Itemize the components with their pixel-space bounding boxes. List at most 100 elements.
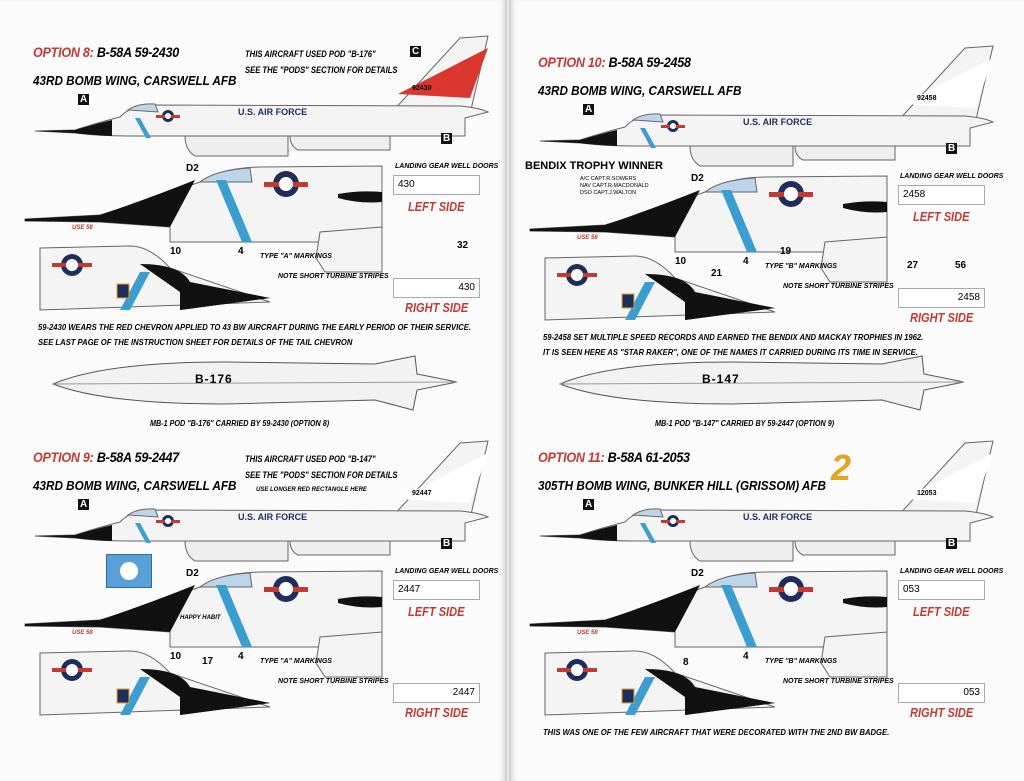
gear-door-right: 430: [393, 278, 480, 298]
callout-19: 19: [780, 246, 792, 257]
engine-pod: [689, 145, 794, 167]
callout-8: 8: [683, 657, 689, 668]
canopy: [126, 103, 159, 113]
callout-10: 10: [170, 651, 182, 662]
markings-type: TYPE "A" MARKINGS: [260, 253, 332, 260]
callout-32: 32: [457, 240, 469, 251]
pod-label: B-147: [702, 372, 740, 386]
callout-21: 21: [711, 268, 723, 279]
fuselage: [539, 509, 995, 542]
tail-chevron: [398, 48, 488, 98]
callout-b: B: [441, 133, 453, 144]
nose-detail-left: [529, 175, 888, 283]
callout-c: C: [410, 46, 422, 57]
callout-17: 17: [202, 656, 214, 667]
turbine-note: NOTE SHORT TURBINE STRIPES: [278, 273, 389, 280]
canopy: [126, 508, 159, 518]
engine-pod: [794, 145, 896, 161]
nose-radome: [35, 120, 112, 136]
fuselage-text: U.S. AIR FORCE: [743, 512, 813, 522]
option-comment: 59-2430 WEARS THE RED CHEVRON APPLIED TO…: [38, 322, 471, 347]
nose-radome: [540, 130, 617, 146]
tail-chevron: [903, 58, 993, 108]
callout-4: 4: [238, 246, 244, 257]
aircraft-profiles: [529, 440, 995, 716]
option-title: OPTION 11: B-58A 61-2053: [538, 449, 690, 465]
aircraft-profiles: [24, 440, 490, 716]
blue-stripe: [135, 523, 151, 543]
option-panel-11: OPTION 11: B-58A 61-2053 305TH BOMB WING…: [525, 437, 1005, 737]
gear-door-left: 053: [898, 580, 985, 600]
gear-door-left: 430: [393, 175, 480, 195]
nose-detail-left: [529, 570, 888, 678]
bendix-title: BENDIX TROPHY WINNER: [525, 160, 663, 172]
callout-4: 4: [743, 256, 749, 267]
option-comment: 59-2458 SET MULTIPLE SPEED RECORDS AND E…: [543, 332, 924, 357]
gear-doors-label: LANDING GEAR WELL DOORS: [395, 163, 499, 170]
option-comment: THIS WAS ONE OF THE FEW AIRCRAFT THAT WE…: [543, 727, 890, 737]
callout-d2: D2: [186, 568, 199, 579]
fuselage: [539, 114, 995, 147]
left-side-label: LEFT SIDE: [408, 199, 465, 214]
callout-d2: D2: [691, 568, 704, 579]
pod-b176: B-176: [45, 352, 465, 412]
tail-serial: 92458: [917, 95, 937, 102]
callout-10: 10: [170, 246, 182, 257]
tail-serial: 12053: [917, 490, 937, 497]
right-side-label: RIGHT SIDE: [910, 310, 974, 325]
nose-radome: [35, 525, 112, 541]
callout-b: B: [441, 538, 453, 549]
tail-chevron: [398, 453, 488, 503]
nose-detail-left: [24, 165, 383, 273]
blue-stripe: [640, 523, 656, 543]
aircraft-side-view: [539, 440, 995, 562]
left-side-label: LEFT SIDE: [913, 209, 970, 224]
use-note: USE 58: [577, 235, 598, 241]
nose-detail-left: [24, 570, 383, 678]
fuselage-text: U.S. AIR FORCE: [238, 512, 308, 522]
aircraft-profiles: [529, 45, 995, 321]
option-title: OPTION 10: B-58A 59-2458: [538, 54, 691, 70]
left-side-label: LEFT SIDE: [913, 604, 970, 619]
aircraft-side-view: [539, 45, 995, 167]
option-panel-8: OPTION 8: B-58A 59-2430 43RD BOMB WING, …: [20, 32, 500, 347]
canopy: [631, 113, 664, 123]
pod-b176-drawing: [51, 355, 458, 411]
callout-a: A: [78, 499, 90, 510]
right-side-label: RIGHT SIDE: [910, 705, 974, 720]
callout-4: 4: [743, 651, 749, 662]
callout-27: 27: [907, 260, 919, 271]
turbine-note: NOTE SHORT TURBINE STRIPES: [783, 678, 894, 685]
gear-doors-label: LANDING GEAR WELL DOORS: [900, 173, 1004, 180]
nose-detail-right: [39, 245, 271, 311]
tail-serial: 92447: [412, 490, 432, 497]
markings-type: TYPE "B" MARKINGS: [765, 658, 837, 665]
aircraft-profiles: [24, 35, 490, 311]
gear-door-right: 2447: [393, 683, 480, 703]
blue-stripe: [640, 128, 656, 148]
callout-10: 10: [675, 256, 687, 267]
unit-badge-icon: [106, 554, 152, 588]
nose-art-name: HAPPY HABIT: [180, 615, 221, 621]
gear-door-right: 2458: [898, 288, 985, 308]
callout-d2: D2: [691, 173, 704, 184]
option-panel-10: OPTION 10: B-58A 59-2458 43RD BOMB WING,…: [525, 42, 1005, 357]
gear-door-left: 2458: [898, 185, 985, 205]
option-title: OPTION 9: B-58A 59-2447: [33, 449, 179, 465]
right-side-label: RIGHT SIDE: [405, 705, 469, 720]
right-side-label: RIGHT SIDE: [405, 300, 469, 315]
pod-caption: MB-1 POD "B-147" CARRIED BY 59-2447 (OPT…: [655, 419, 835, 428]
unit-name: 305TH BOMB WING, BUNKER HILL (GRISSOM) A…: [538, 478, 826, 493]
callout-d2: D2: [186, 163, 199, 174]
callout-4: 4: [238, 651, 244, 662]
engine-pod: [184, 540, 289, 562]
blue-stripe: [135, 118, 151, 138]
fuselage-text: U.S. AIR FORCE: [238, 107, 308, 117]
pod-note: THIS AIRCRAFT USED POD "B-176"SEE THE "P…: [245, 49, 398, 75]
pod-note: THIS AIRCRAFT USED POD "B-147"SEE THE "P…: [245, 454, 398, 480]
gear-door-right: 053: [898, 683, 985, 703]
callout-a: A: [78, 94, 90, 105]
option-panel-9: OPTION 9: B-58A 59-2447 43RD BOMB WING, …: [20, 437, 500, 737]
engine-pod: [689, 540, 794, 562]
engine-pod: [289, 135, 391, 151]
